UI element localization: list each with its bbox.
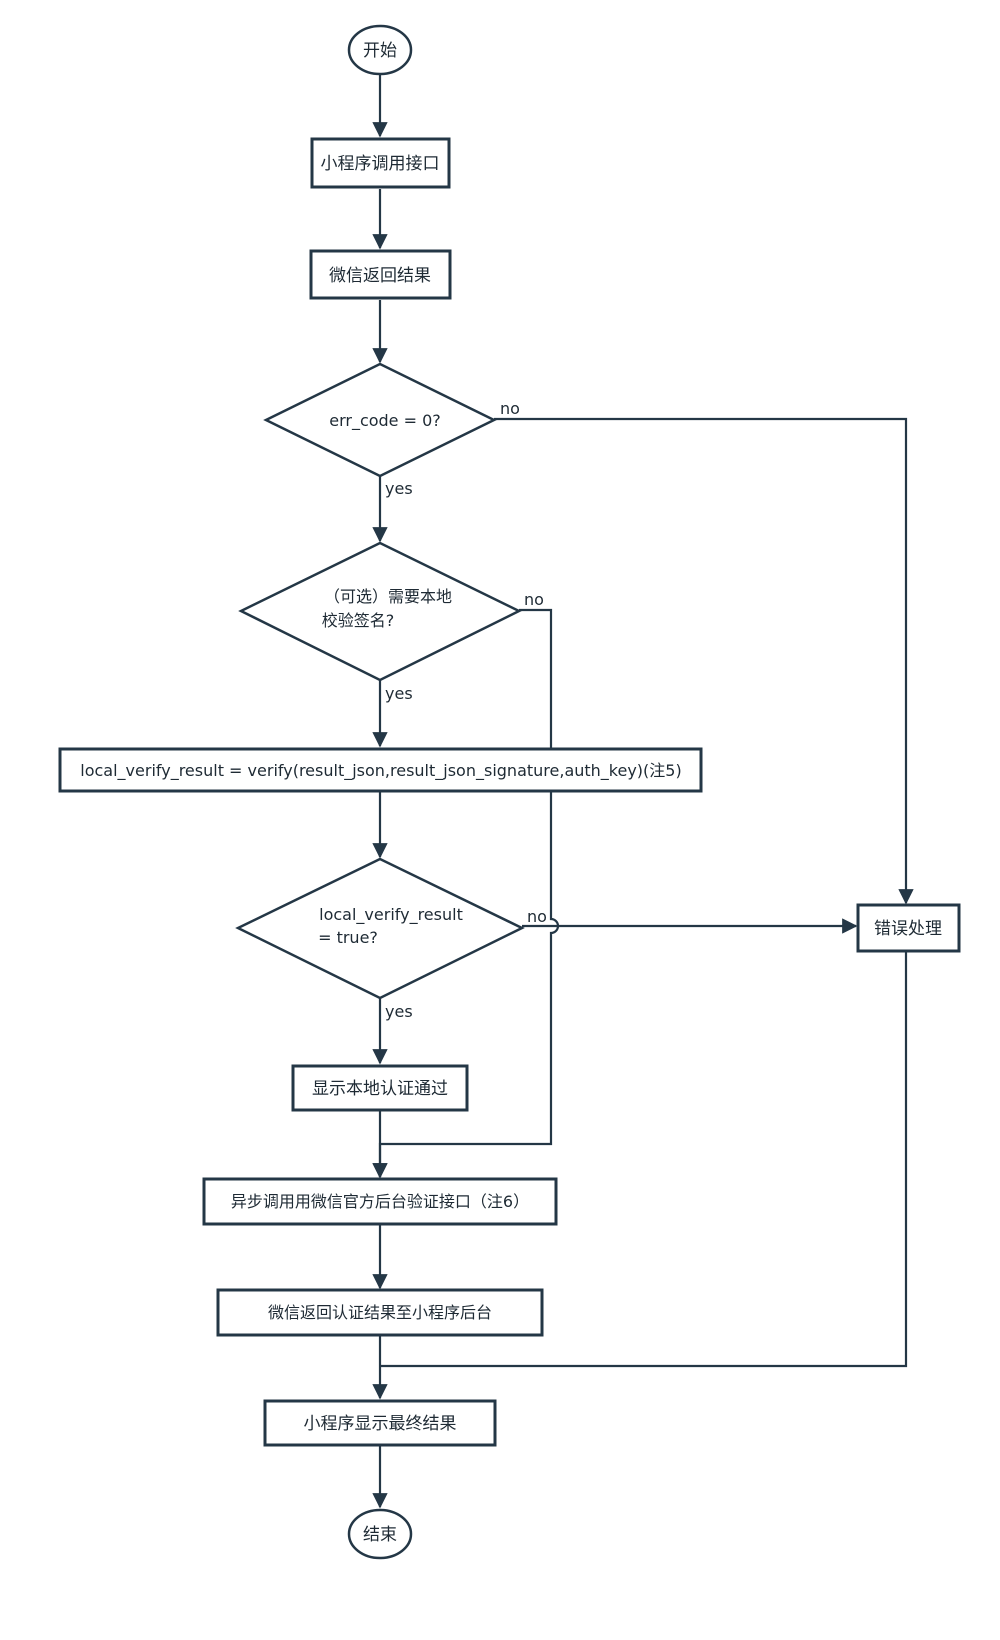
local-verify-box	[58, 747, 703, 793]
end-label: 结束	[363, 1525, 397, 1545]
error-handling-box	[856, 903, 961, 953]
node-wechat-return: 微信返回结果	[309, 249, 452, 300]
wechat-return-label: 微信返回结果	[329, 266, 431, 286]
errcode-diamond	[263, 362, 497, 478]
edge-label-result-no: no	[527, 907, 547, 926]
error-handling-label: 错误处理	[874, 919, 942, 939]
async-call-box	[202, 1177, 558, 1226]
errcode-label: err_code = 0?	[329, 411, 441, 431]
wechat-return-box	[309, 249, 452, 300]
start-label: 开始	[363, 41, 397, 61]
optional-label-line2: 校验签名?	[322, 611, 395, 630]
call-api-box	[310, 137, 451, 189]
show-final-label: 小程序显示最终结果	[304, 1414, 457, 1434]
show-final-box	[263, 1399, 497, 1447]
edge-label-result-yes: yes	[385, 1002, 413, 1021]
local-verify-label: local_verify_result = verify(result_json…	[80, 761, 681, 781]
node-show-final: 小程序显示最终结果	[263, 1399, 497, 1447]
edge-label-errcode-yes: yes	[385, 479, 413, 498]
node-end: 结束	[347, 1508, 413, 1560]
edge-label-optional-yes: yes	[385, 684, 413, 703]
node-decision-optional: （可选）需要本地 校验签名?	[238, 541, 522, 682]
node-local-verify: local_verify_result = verify(result_json…	[58, 747, 703, 793]
optional-diamond	[238, 541, 522, 682]
result-label-line1: local_verify_result	[319, 905, 463, 925]
result-label-line2: = true?	[318, 928, 378, 947]
async-call-label: 异步调用用微信官方后台验证接口（注6）	[231, 1192, 529, 1211]
wechat-return-backend-box	[216, 1288, 544, 1337]
optional-label-line1: （可选）需要本地	[324, 587, 452, 606]
edge-labels: no yes no yes no yes	[385, 399, 547, 1021]
node-start: 开始	[347, 24, 413, 76]
node-async-call: 异步调用用微信官方后台验证接口（注6）	[202, 1177, 558, 1226]
start-terminal-shape	[347, 24, 413, 76]
edge-errcode-no	[494, 417, 914, 905]
result-diamond	[235, 857, 525, 1000]
node-call-api: 小程序调用接口	[310, 137, 451, 189]
show-local-pass-label: 显示本地认证通过	[312, 1079, 448, 1099]
end-terminal-shape	[347, 1508, 413, 1560]
wechat-return-backend-label: 微信返回认证结果至小程序后台	[268, 1303, 492, 1322]
node-error-handling: 错误处理	[856, 903, 961, 953]
edges	[372, 74, 914, 1509]
edge-label-optional-no: no	[524, 590, 544, 609]
edge-label-errcode-no: no	[500, 399, 520, 418]
node-wechat-return-backend: 微信返回认证结果至小程序后台	[216, 1288, 544, 1337]
edge-error-to-final	[380, 951, 908, 1368]
node-decision-result: local_verify_result = true?	[235, 857, 525, 1000]
node-decision-errcode: err_code = 0?	[263, 362, 497, 478]
node-show-local-pass: 显示本地认证通过	[291, 1064, 469, 1112]
show-local-pass-box	[291, 1064, 469, 1112]
call-api-label: 小程序调用接口	[321, 154, 440, 174]
